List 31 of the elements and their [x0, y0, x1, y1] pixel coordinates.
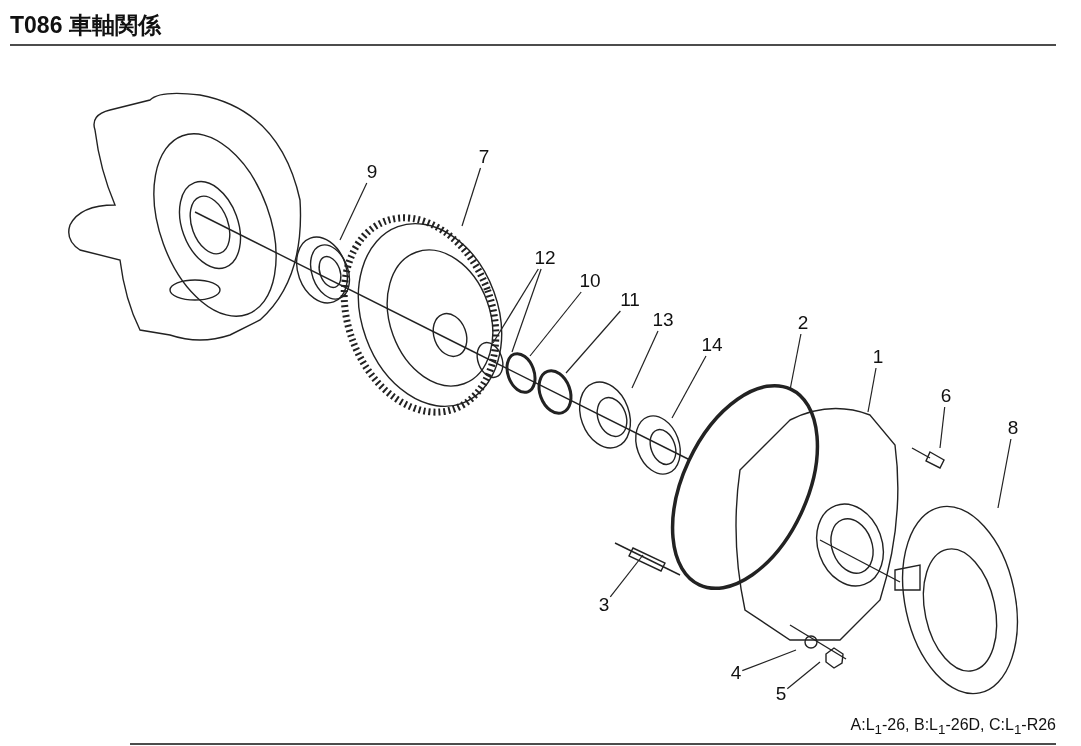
callout-number: 1 — [872, 347, 884, 367]
leader-line — [741, 649, 797, 672]
callout-number: 6 — [940, 386, 952, 406]
callout-number: 8 — [1007, 418, 1019, 438]
leader-line — [786, 661, 821, 690]
leader-line — [939, 406, 946, 449]
callout-number: 11 — [620, 290, 640, 310]
leader-line — [789, 333, 802, 391]
leader-line — [339, 182, 368, 241]
leader-line — [609, 554, 644, 598]
leader-line — [631, 330, 659, 389]
callout-number: 14 — [701, 335, 723, 355]
model-note: A:L$_{1}$-26, B:L$_{1}$-26D, C:L$_{1}$-R26 — [850, 716, 1056, 738]
leader-line — [492, 268, 539, 344]
callout-number: 10 — [579, 271, 601, 291]
leader-line — [529, 291, 582, 357]
callout-number: 7 — [478, 147, 490, 167]
leader-line — [565, 310, 621, 374]
leader-line — [671, 355, 707, 419]
callout-number: 2 — [797, 313, 809, 333]
leader-line — [511, 268, 542, 353]
callout-number: 4 — [730, 663, 742, 683]
leader-line — [997, 438, 1012, 509]
leader-line — [867, 367, 877, 413]
title: T086 車軸関係 — [10, 11, 161, 40]
callout-number: 13 — [652, 310, 674, 330]
callout-number: 9 — [366, 162, 378, 182]
callout-number: 5 — [775, 684, 787, 704]
callout-number: 12 — [534, 248, 556, 268]
callout-number: 3 — [598, 595, 610, 615]
leader-line — [461, 167, 482, 227]
